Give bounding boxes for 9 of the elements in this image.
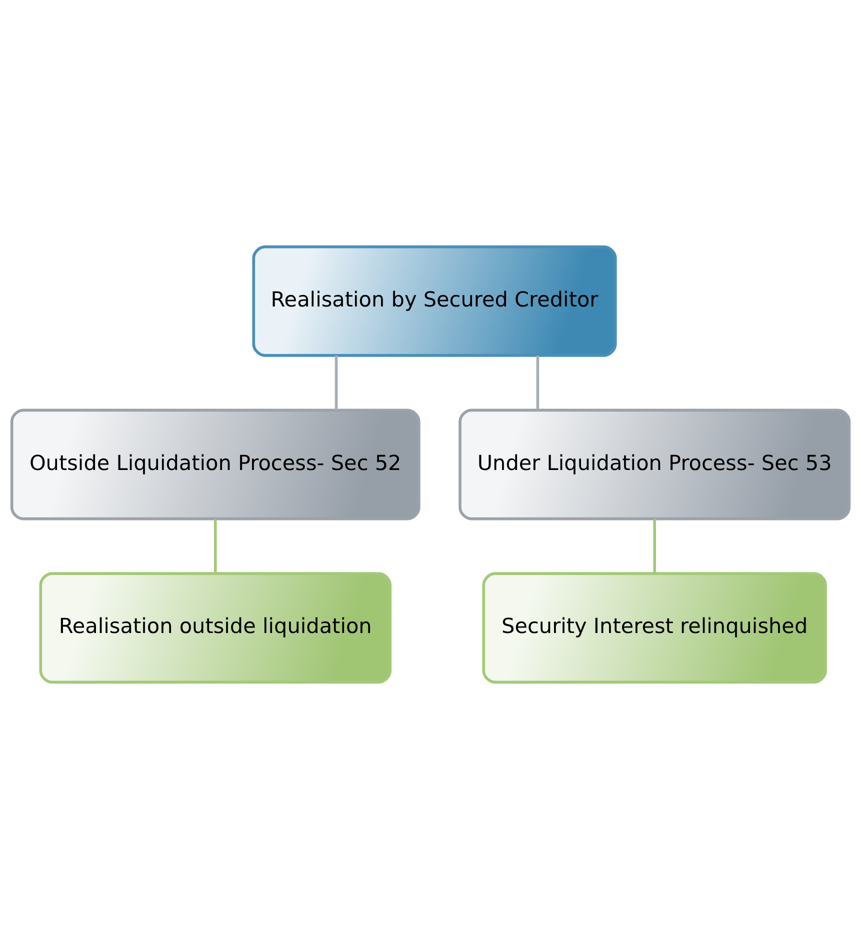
node-box: Under Liquidation Process- Sec 53 xyxy=(458,408,851,520)
node-box: Security Interest relinquished xyxy=(482,572,827,684)
connector xyxy=(536,355,540,410)
node-box: Outside Liquidation Process- Sec 52 xyxy=(10,408,420,520)
node-box: Realisation outside liquidation xyxy=(39,572,392,684)
connector xyxy=(214,518,217,573)
node-box: Realisation by Secured Creditor xyxy=(252,244,617,356)
connector xyxy=(653,518,656,573)
connector xyxy=(334,355,338,410)
